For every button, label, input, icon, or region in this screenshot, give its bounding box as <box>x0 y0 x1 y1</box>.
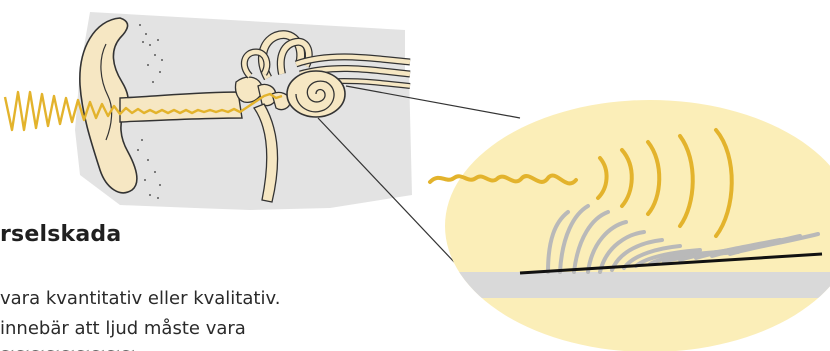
zoom-circle <box>445 100 830 351</box>
ear-canal <box>120 92 242 122</box>
basilar-membrane <box>430 272 830 298</box>
body-text-line-3: ~~~~~~~~~ <box>0 343 136 351</box>
body-text-line-2: innebär att ljud måste vara <box>0 320 246 338</box>
section-heading: rselskada <box>0 222 121 247</box>
body-text-line-1: vara kvantitativ eller kvalitativ. <box>0 290 280 308</box>
cochlea <box>287 71 345 117</box>
